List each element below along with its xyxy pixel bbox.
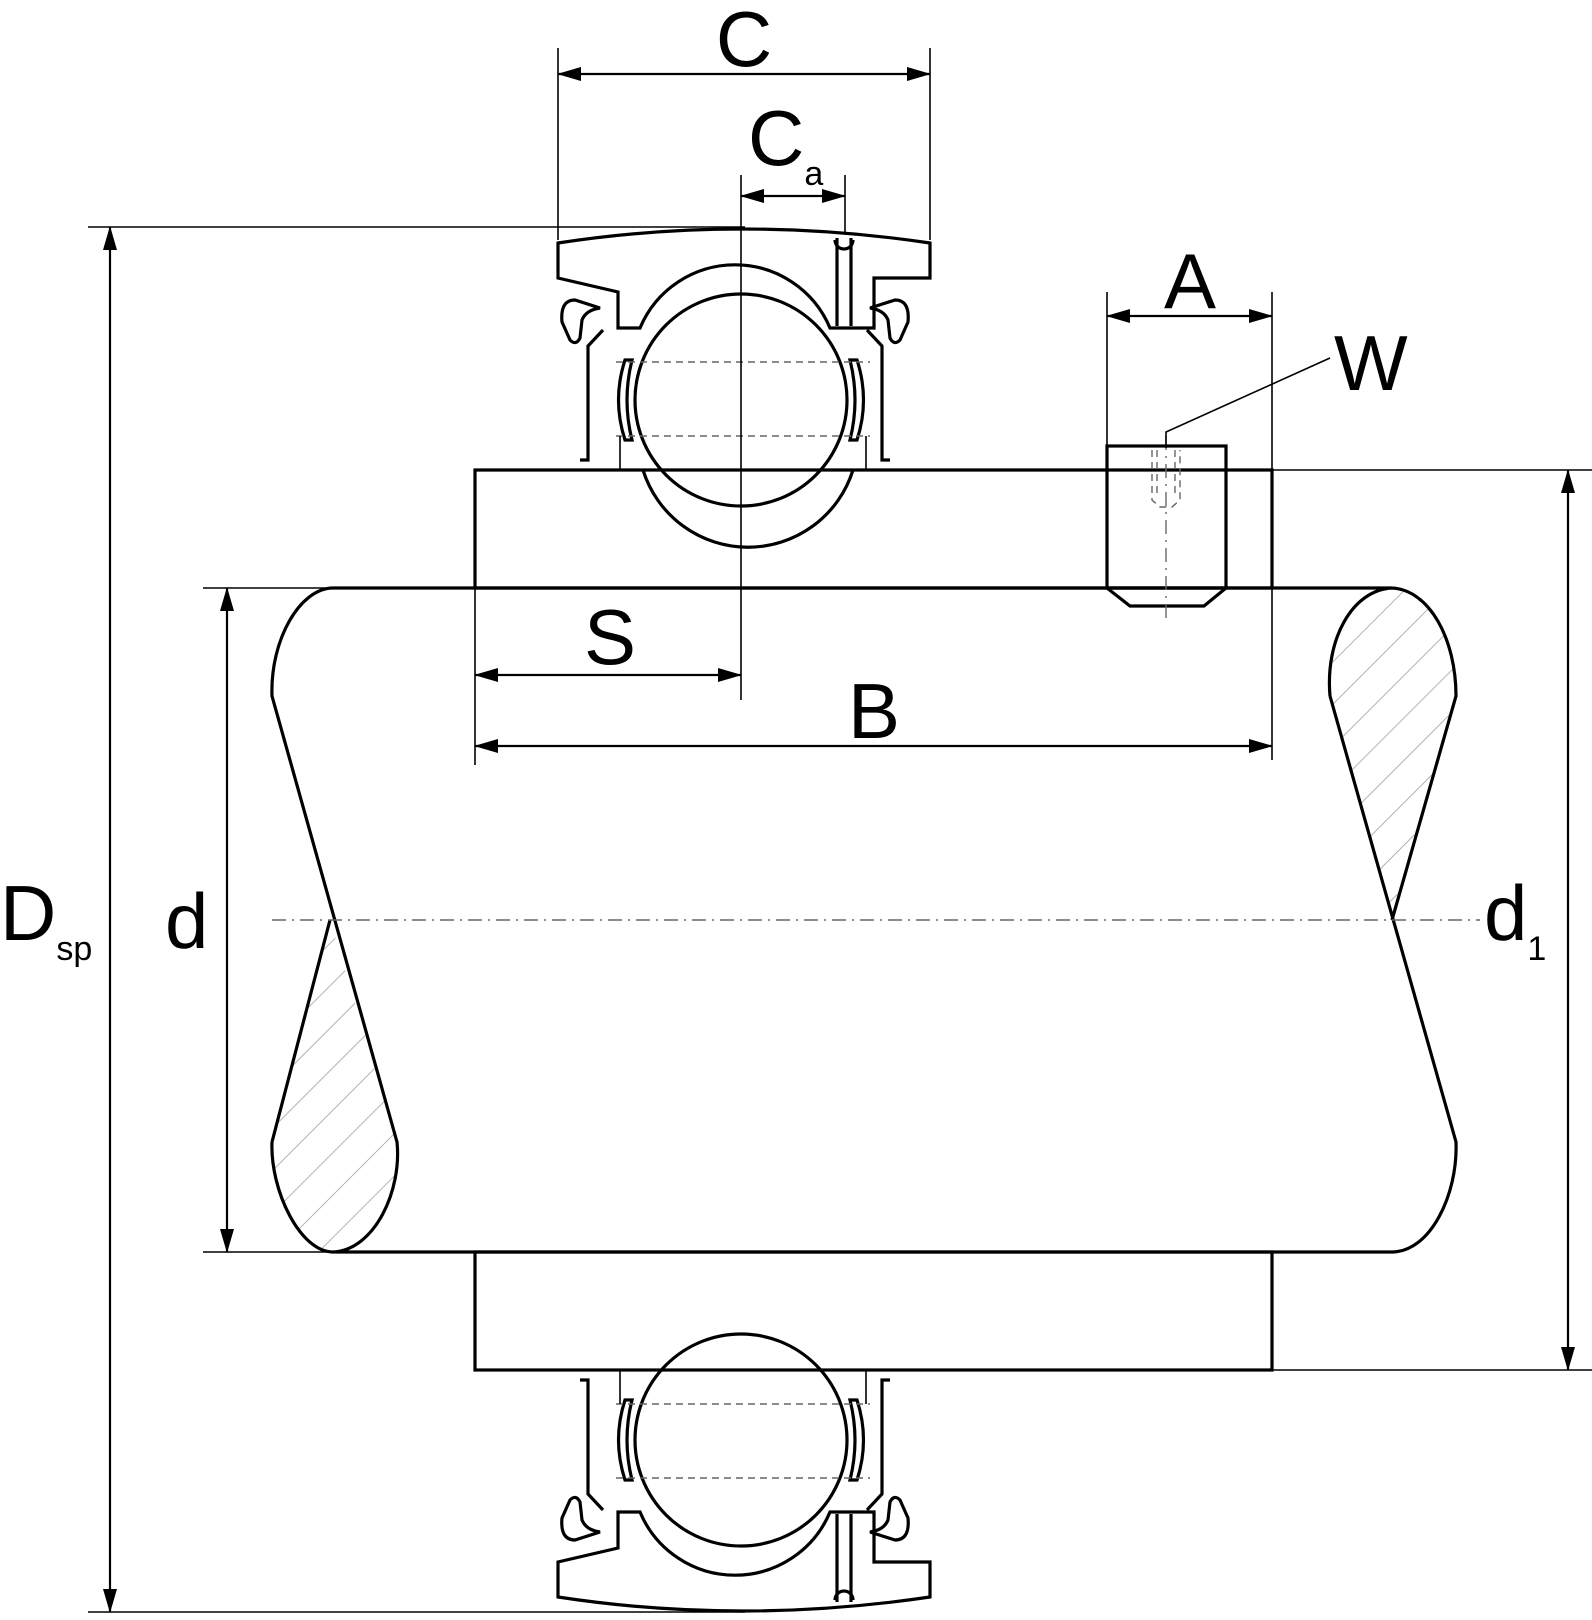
seal-bottom-right — [865, 1378, 910, 1542]
outer-ring-bottom — [556, 1332, 932, 1613]
cage-top — [616, 358, 866, 442]
seal-bottom-left — [560, 1378, 605, 1542]
label-a: A — [1164, 237, 1216, 325]
label-ca: Ca — [748, 94, 823, 193]
label-w: W — [1334, 319, 1408, 407]
label-d1: d1 — [1484, 869, 1546, 968]
dimension-lines — [103, 67, 1575, 1613]
outer-ring-bottom-lubrication-hole — [833, 1514, 855, 1602]
set-screw-hex-socket — [1151, 450, 1181, 508]
inner-ring-bottom-section — [473, 1250, 1274, 1372]
seal-top-right — [865, 298, 910, 462]
shaft-left-break-hatch — [271, 920, 398, 1252]
outer-ring-top — [556, 227, 932, 508]
outer-ring-top-section — [556, 227, 932, 330]
outer-ring-top-lubrication-hole — [833, 238, 855, 326]
leader-w — [1165, 357, 1331, 448]
cage-bottom — [616, 1398, 866, 1482]
seal-top-left — [560, 298, 605, 462]
shaft-right-break-hatch — [1329, 588, 1456, 920]
label-d: d — [165, 877, 208, 965]
dimension-labels: C Ca A W S B Dsp d d1 — [0, 0, 1546, 968]
outer-ring-bottom-section — [556, 1510, 932, 1613]
label-s: S — [584, 593, 636, 681]
set-screw-tip — [1106, 586, 1228, 608]
label-b: B — [848, 667, 900, 755]
ball-bottom — [633, 1332, 849, 1548]
label-dsp: Dsp — [0, 869, 92, 968]
extension-lines — [88, 48, 1592, 1613]
label-c: C — [716, 0, 772, 83]
set-screw — [1105, 436, 1228, 622]
